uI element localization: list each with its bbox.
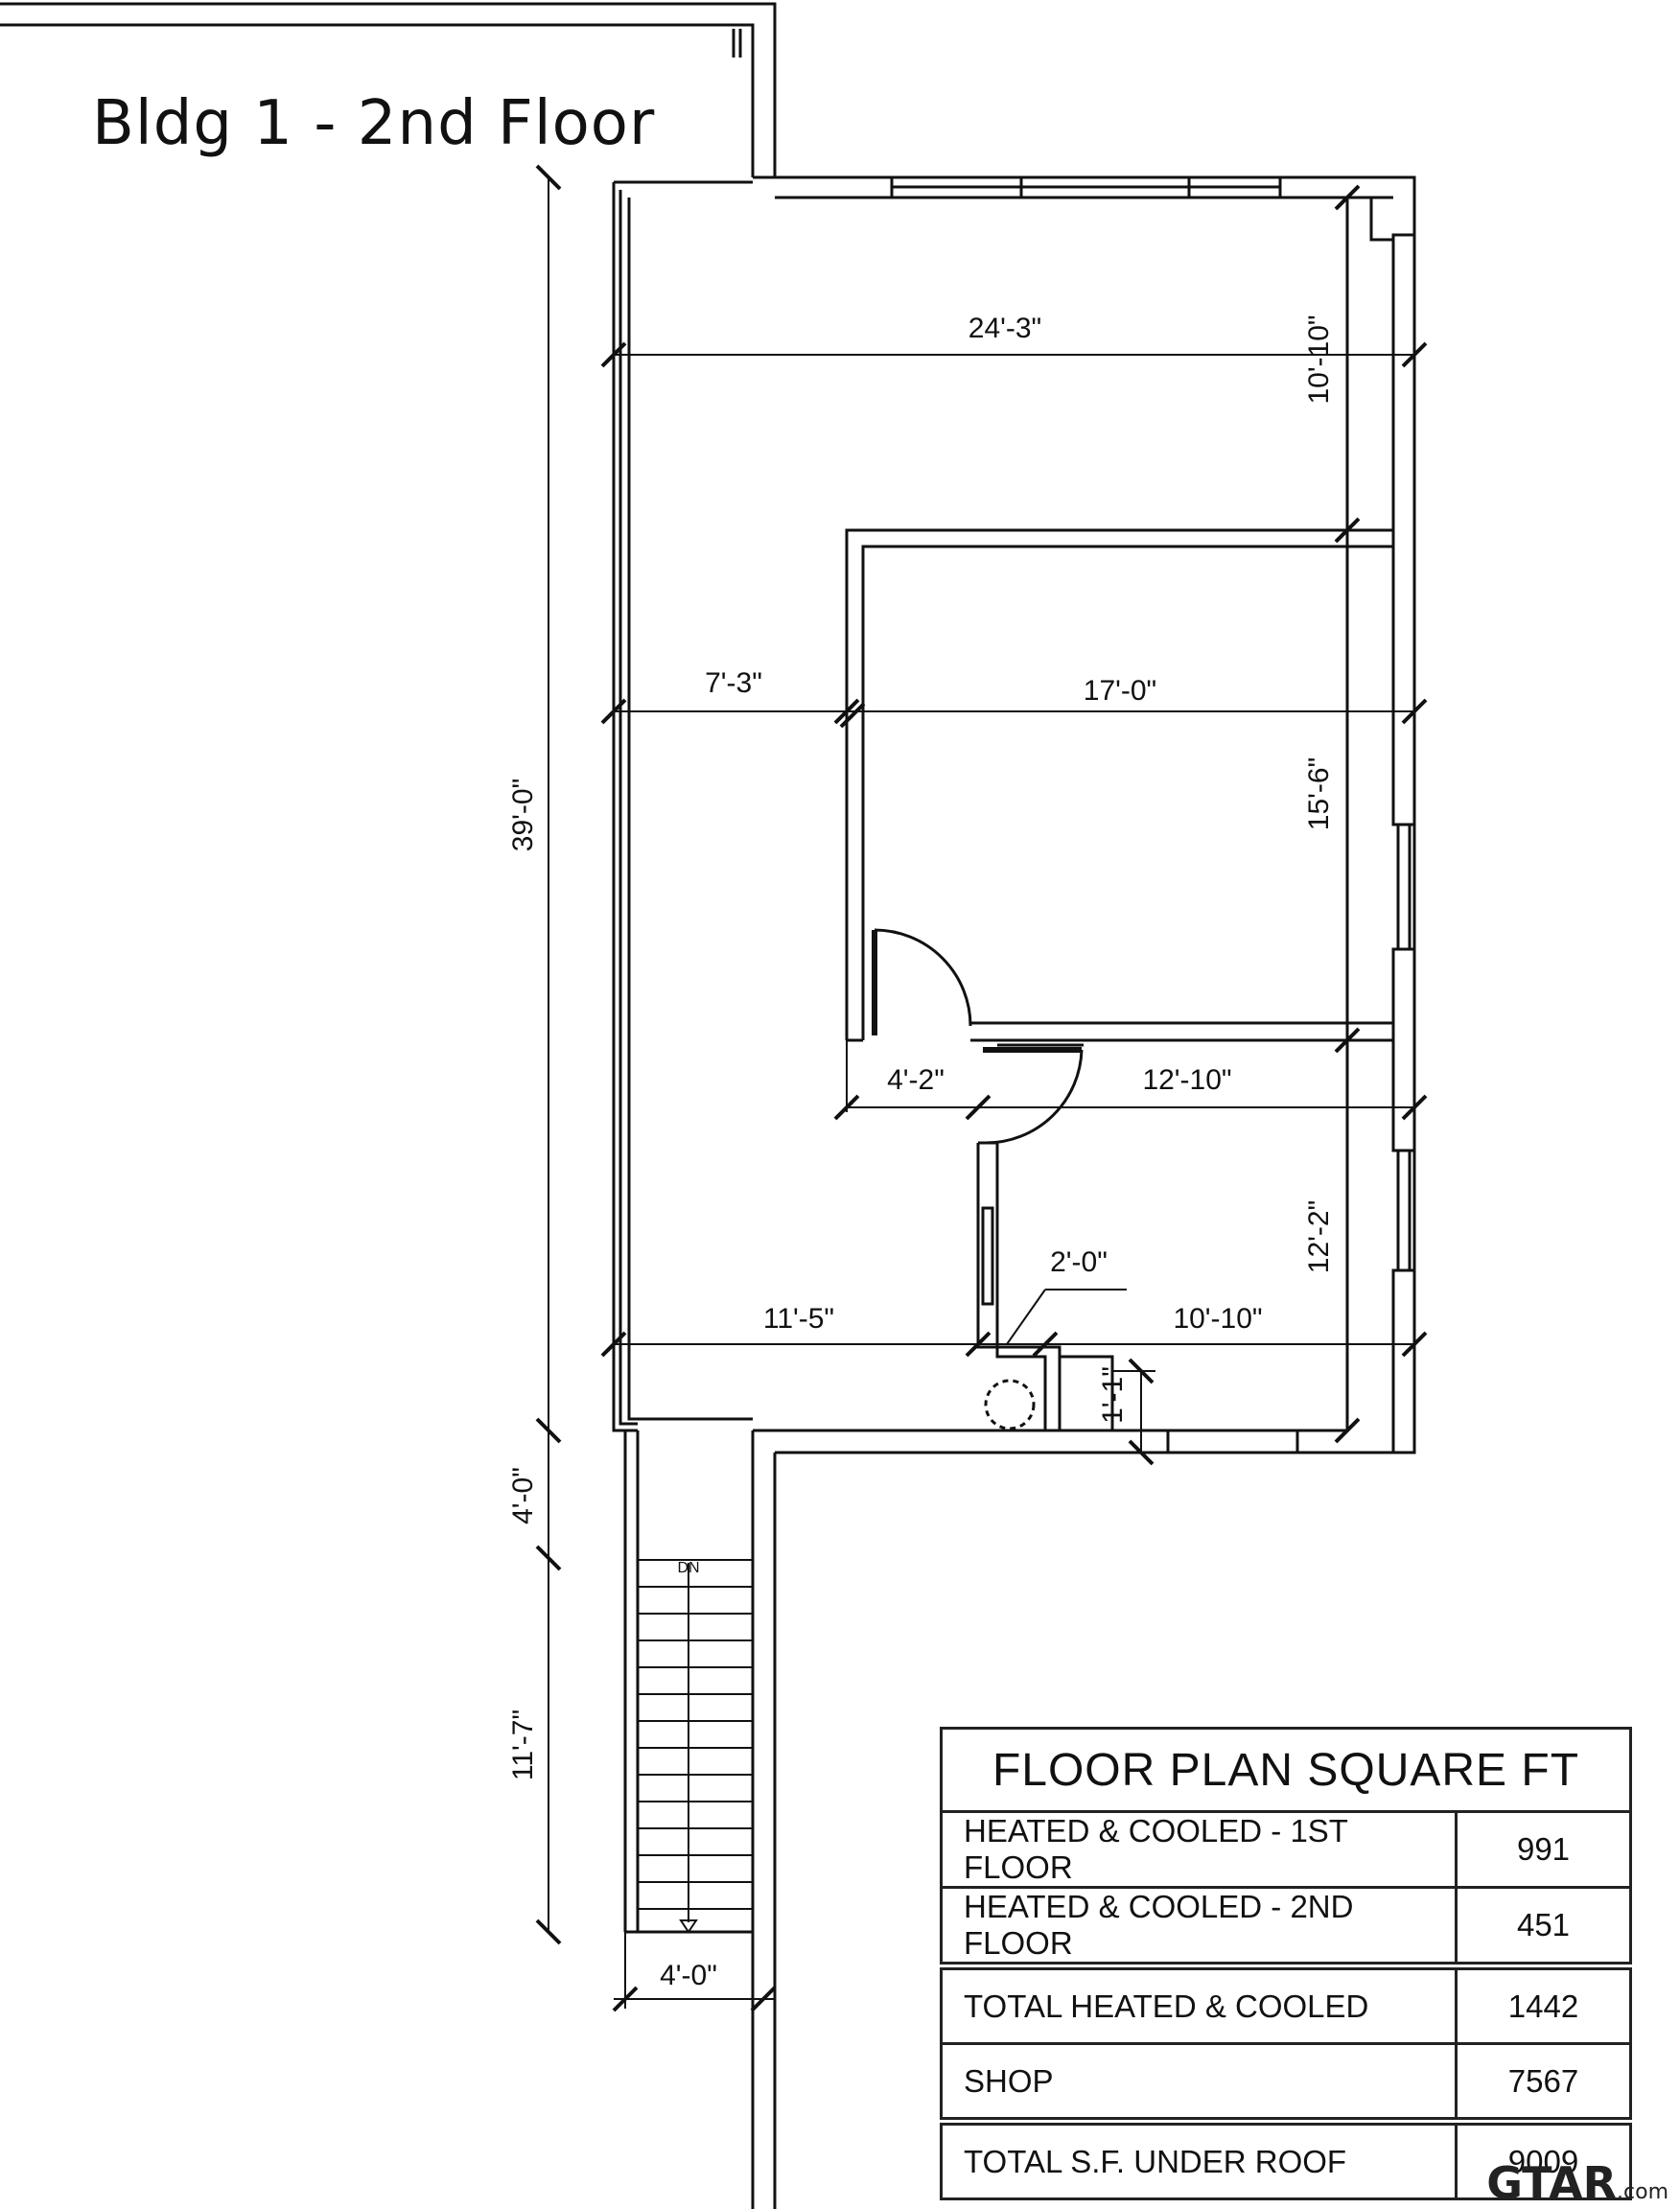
table-row: TOTAL S.F. UNDER ROOF 9009	[940, 2117, 1632, 2200]
stair-direction-label: DN	[677, 1560, 699, 1576]
bath-wall-inner	[995, 1143, 1047, 1430]
dim-right-room-width: 17'-0"	[1084, 675, 1156, 707]
dim-lower-depth: 12'-2"	[1303, 1200, 1335, 1273]
table-row: TOTAL HEATED & COOLED 1442	[940, 1962, 1632, 2045]
water-heater-symbol	[984, 1379, 1036, 1430]
dim-stair-width: 4'-0"	[660, 1960, 717, 1991]
dim-stair-run: 11'-7"	[507, 1709, 539, 1780]
dim-overall-width: 24'-3"	[968, 313, 1041, 344]
dim-landing: 4'-0"	[507, 1467, 539, 1524]
window	[1391, 233, 1416, 826]
row-label: TOTAL HEATED & COOLED	[940, 1962, 1458, 2045]
closet-wall	[1060, 1355, 1114, 1430]
dim-lower-right: 10'-10"	[1173, 1303, 1262, 1335]
dim-upper-right-depth: 10'-10"	[1303, 314, 1335, 404]
window	[1396, 823, 1412, 951]
dimension-lines	[548, 177, 1414, 2009]
stair-arrow-icon	[679, 1919, 698, 1934]
wall-mark	[732, 29, 742, 58]
row-value: 7567	[1455, 2042, 1632, 2123]
bath-wall-outer	[976, 1143, 1062, 1430]
window	[1166, 1429, 1299, 1454]
dim-room-depth: 15'-6"	[1303, 757, 1335, 830]
bedroom-wall-inner	[861, 545, 1393, 1040]
window	[1396, 1149, 1412, 1272]
dim-total-depth: 39'-0"	[507, 779, 539, 851]
table-row: HEATED & COOLED - 2ND FLOOR 451	[940, 1886, 1632, 1967]
stair-wall	[623, 1430, 640, 1932]
table-row: SHOP 7567	[940, 2042, 1632, 2123]
upper-building-wall	[0, 2, 777, 177]
watermark-brand: GTAR	[1486, 2157, 1618, 2209]
left-wall-inner	[627, 198, 753, 1421]
row-label: HEATED & COOLED - 2ND FLOOR	[940, 1886, 1458, 1967]
dimension-ticks	[535, 164, 1428, 2012]
row-value: 1442	[1455, 1962, 1632, 2045]
row-value: 991	[1455, 1810, 1632, 1889]
dim-lower-left: 11'-5"	[763, 1303, 834, 1335]
dim-closet: 2'-0"	[1050, 1246, 1108, 1278]
table-heading: FLOOR PLAN SQUARE FT	[940, 1727, 1632, 1813]
bedroom-bottom-wall	[970, 1021, 1393, 1042]
row-label: SHOP	[940, 2042, 1458, 2123]
row-value: 9009	[1455, 2117, 1632, 2200]
dim-mid-right: 12'-10"	[1142, 1064, 1231, 1096]
dim-left-room-width: 7'-3"	[705, 667, 762, 699]
page-title: Bldg 1 - 2nd Floor	[92, 88, 656, 159]
square-footage-table: FLOOR PLAN SQUARE FT HEATED & COOLED - 1…	[940, 1727, 1632, 2200]
upper-building-wall-inner	[0, 23, 755, 177]
corner-detail	[1369, 198, 1393, 242]
window	[1391, 947, 1416, 1152]
watermark-suffix: .com	[1617, 2180, 1668, 2204]
door-swing-arc	[874, 928, 972, 1027]
bedroom-wall-outer	[845, 528, 1393, 1040]
row-label: TOTAL S.F. UNDER ROOF	[940, 2117, 1458, 2200]
bottom-wall-outer	[753, 1429, 1170, 1453]
watermark-logo: GTAR.com	[1486, 2157, 1668, 2209]
table-row: HEATED & COOLED - 1ST FLOOR 991	[940, 1810, 1632, 1889]
window	[981, 1206, 994, 1306]
stair-treads	[638, 1559, 753, 1922]
door-swing-arc	[985, 1049, 1084, 1145]
window	[1391, 1268, 1416, 1454]
dimension-labels: 24'-3" 7'-3" 17'-0" 4'-2" 12'-10" 2'-0" …	[507, 313, 1335, 1991]
row-label: HEATED & COOLED - 1ST FLOOR	[940, 1810, 1458, 1889]
left-wall-mid	[618, 190, 638, 1426]
left-wall-outer	[612, 182, 638, 1432]
dim-small-depth: 1'-1"	[1097, 1366, 1129, 1424]
row-value: 451	[1455, 1886, 1632, 1967]
table-header-row: FLOOR PLAN SQUARE FT	[940, 1727, 1632, 1813]
dim-door-offset: 4'-2"	[887, 1064, 945, 1096]
